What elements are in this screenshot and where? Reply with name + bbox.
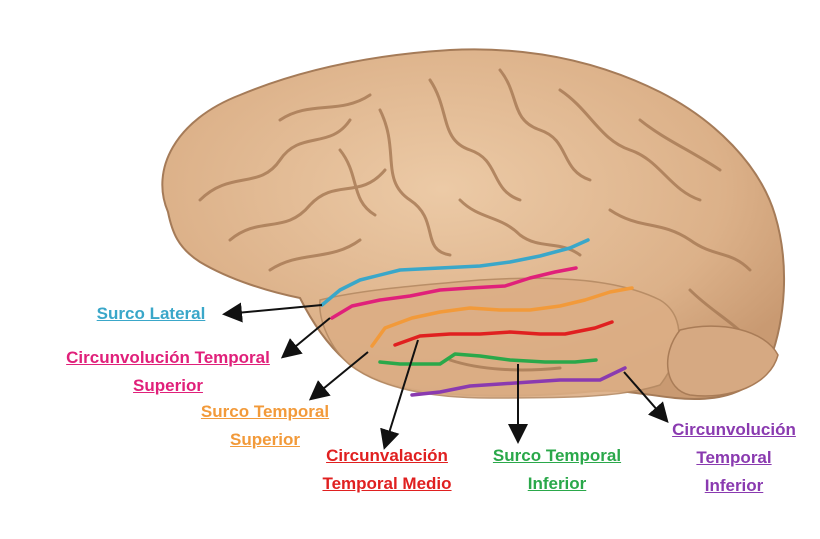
arrow-surco-lateral	[222, 302, 323, 323]
circ-temp-medio-line	[393, 320, 614, 347]
label-line: Temporal Medio	[322, 474, 452, 493]
surco-temp-inf-line	[378, 352, 598, 366]
label-circunvolucion-temporal-inferior: Circunvolución Temporal Inferior	[658, 416, 810, 500]
surco-temp-sup-line	[370, 286, 634, 348]
arrow-circ-temp-sup	[280, 317, 331, 359]
label-line: Surco Temporal	[492, 446, 622, 465]
arrow-circ-temp-inf	[623, 371, 669, 424]
circ-temp-inf-line	[410, 366, 627, 397]
label-line: Circunvalación	[326, 446, 448, 465]
highlight-lines	[320, 238, 634, 397]
surco-lateral-line	[320, 238, 590, 307]
label-line: Circunvolución	[672, 420, 796, 439]
arrow-circ-temp-medio	[380, 339, 419, 450]
label-line: Superior	[133, 376, 203, 395]
arrow-surco-temp-sup	[308, 351, 369, 401]
gyri-folds	[198, 68, 762, 372]
label-circunvolucion-temporal-superior: Circunvolución Temporal Superior	[48, 344, 288, 400]
label-line: Inferior	[527, 474, 587, 493]
pointer-arrows	[222, 302, 669, 450]
label-line: Inferior	[704, 476, 764, 495]
cerebellum	[666, 325, 779, 397]
brain-icon	[161, 48, 786, 400]
label-circunvalacion-temporal-medio: Circunvalación Temporal Medio	[304, 442, 470, 498]
label-surco-temporal-superior: Surco Temporal Superior	[190, 398, 340, 454]
label-line: Temporal	[696, 448, 772, 467]
label-line: Surco Lateral	[96, 304, 206, 323]
label-line: Superior	[230, 430, 300, 449]
circ-temp-sup-line	[330, 266, 578, 320]
label-surco-temporal-inferior: Surco Temporal Inferior	[478, 442, 636, 498]
label-line: Surco Temporal	[200, 402, 330, 421]
temporal-lobe	[319, 277, 680, 399]
label-surco-lateral: Surco Lateral	[86, 300, 216, 328]
label-line: Circunvolución Temporal	[66, 348, 270, 367]
